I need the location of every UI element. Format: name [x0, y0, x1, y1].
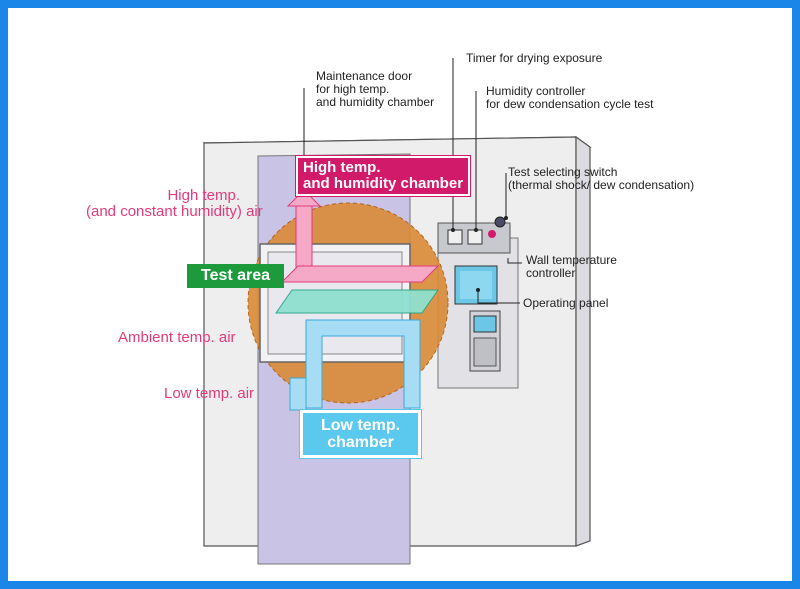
leader-lines — [303, 58, 522, 304]
high-temp-chamber-label: High temp. and humidity chamber — [296, 156, 471, 196]
low-temp-air-label: Low temp. air — [164, 385, 255, 402]
diagram-frame: High temp. and humidity chamber Test are… — [8, 8, 792, 581]
low-temp-airflow — [305, 319, 421, 409]
high-temp-air-label: High temp. (and constant humidity) air — [86, 187, 263, 220]
timer-label: Timer for drying exposure — [466, 51, 603, 65]
humidity-controller-label: Humidity controller for dew condensation… — [486, 84, 654, 111]
ambient-airflow — [275, 289, 439, 314]
test-area-label: Test area — [187, 264, 285, 288]
test-switch-label: Test selecting switch (thermal shock/ de… — [508, 165, 695, 192]
switch-knob — [494, 216, 506, 228]
low-temp-chamber-label: Low temp. chamber — [300, 410, 422, 458]
timer-dial — [447, 229, 463, 245]
thermal-shock-chamber-illustration — [202, 58, 592, 565]
high-temp-airflow — [280, 265, 440, 283]
ambient-temp-air-label: Ambient temp. air — [118, 329, 236, 346]
wall-temp-controller-label: Wall temperature controller — [526, 253, 617, 280]
cabinet-side — [575, 135, 591, 547]
humidity-dial — [467, 229, 483, 245]
maintenance-door-label: Maintenance door for high temp. and humi… — [316, 69, 435, 109]
operating-panel-label: Operating panel — [523, 296, 609, 310]
